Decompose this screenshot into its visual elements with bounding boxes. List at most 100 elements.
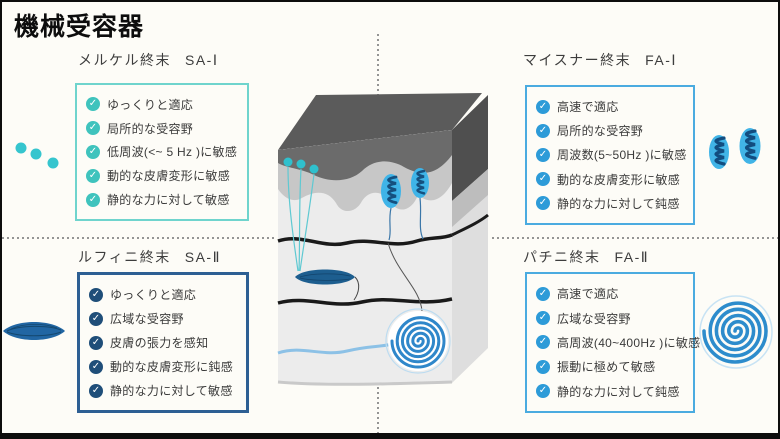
side-mid-layer <box>452 169 488 227</box>
panel-title-pacinian: パチニ終末 FA-Ⅱ <box>523 247 649 267</box>
divider-horizontal-left <box>2 237 276 239</box>
check-icon: ✓ <box>536 311 550 326</box>
checklist-label: 広域な受容野 <box>110 312 184 326</box>
checklist-label: 高速で適応 <box>557 287 619 302</box>
pacinian-icon <box>699 295 773 369</box>
nerve-bundle-lower <box>277 297 453 306</box>
panel-ruffini: ✓ ゆっくりと適応 ✓ 広域な受容野 ✓ 皮膚の張力を感知 ✓ 動的な皮膚変形に鈍感 ✓… <box>77 272 249 413</box>
check-icon: ✓ <box>536 335 550 350</box>
panel-name: パチニ終末 <box>523 249 601 265</box>
panel-meissner: ✓ 高速で適応 ✓ 局所的な受容野 ✓ 周波数(5~50Hz )に敏感 ✓ 動的な皮膚変… <box>525 85 695 225</box>
panel-code: SA-Ⅱ <box>184 249 221 265</box>
checklist-label: 静的な力に対して敏感 <box>107 193 230 208</box>
checklist-item: ✓ 動的な皮膚変形に鈍感 <box>89 358 240 375</box>
merkel-icon <box>15 142 59 169</box>
checklist-item: ✓ 局所的な受容野 <box>536 122 687 139</box>
page-title: 機械受容器 <box>14 13 145 41</box>
checklist-item: ✓ 静的な力に対して敏感 <box>86 191 241 208</box>
nerve-fiber-to-pacinian <box>387 242 423 312</box>
meissner-icon <box>709 128 761 169</box>
check-icon: ✓ <box>536 286 550 301</box>
nerve-bundle-upper <box>277 233 453 246</box>
checklist-label: 静的な力に対して鈍感 <box>557 384 680 399</box>
checklist-item: ✓ 静的な力に対して鈍感 <box>536 383 687 400</box>
checklist-label: 局所的な受容野 <box>557 124 644 139</box>
checklist-label: 振動に極めて敏感 <box>557 360 656 375</box>
check-icon: ✓ <box>89 287 103 302</box>
check-icon: ✓ <box>536 384 550 399</box>
panel-name: メルケル終末 <box>78 52 171 68</box>
panel-code: FA-Ⅱ <box>614 249 650 265</box>
skin-epidermis-layer <box>278 130 452 181</box>
checklist-item: ✓ 静的な力に対して敏感 <box>89 382 240 399</box>
divider-horizontal-right <box>492 237 778 239</box>
check-icon: ✓ <box>86 97 100 112</box>
check-icon: ✓ <box>89 335 103 350</box>
checklist-item: ✓ 低周波(<~ 5 Hz )に敏感 <box>86 143 241 160</box>
check-icon: ✓ <box>89 311 103 326</box>
check-icon: ✓ <box>89 383 103 398</box>
checklist-item: ✓ 皮膚の張力を感知 <box>89 334 240 351</box>
checklist-label: 広域な受容野 <box>557 311 631 326</box>
checklist-label: 局所的な受容野 <box>107 121 194 136</box>
check-icon: ✓ <box>86 144 100 159</box>
panel-title-ruffini: ルフィニ終末 SA-Ⅱ <box>78 247 221 267</box>
check-icon: ✓ <box>89 359 103 374</box>
checklist-item: ✓ 広域な受容野 <box>89 310 240 327</box>
divider-vertical-top <box>377 34 379 100</box>
checklist-label: 低周波(<~ 5 Hz )に敏感 <box>107 145 238 160</box>
checklist-label: 皮膚の張力を感知 <box>110 336 209 350</box>
skin-cross-section-illustration <box>277 93 489 386</box>
meissner-corpuscles <box>381 168 429 241</box>
checklist-item: ✓ 高周波(40~400Hz )に敏感 <box>536 334 700 351</box>
check-icon: ✓ <box>536 147 550 162</box>
checklist-label: 動的な皮膚変形に鈍感 <box>110 360 234 374</box>
pacinian-corpuscle <box>385 308 451 374</box>
panel-title-meissner: マイスナー終末 FA-Ⅰ <box>523 50 677 70</box>
pacinian-nerve-fiber <box>277 342 394 355</box>
merkel-fibers <box>287 166 315 272</box>
panel-merkel: ✓ ゆっくりと適応 ✓ 局所的な受容野 ✓ 低周波(<~ 5 Hz )に敏感 ✓ 動的な… <box>75 83 249 221</box>
check-icon: ✓ <box>536 172 550 187</box>
checklist-item: ✓ 局所的な受容野 <box>86 120 241 137</box>
ruffini-ending <box>295 269 360 301</box>
check-icon: ✓ <box>536 196 550 211</box>
checklist-item: ✓ 周波数(5~50Hz )に敏感 <box>536 146 687 163</box>
epidermis-top-face <box>278 93 482 150</box>
checklist-label: 静的な力に対して鈍感 <box>557 196 680 211</box>
check-icon: ✓ <box>536 123 550 138</box>
panel-pacinian: ✓ 高速で適応 ✓ 広域な受容野 ✓ 高周波(40~400Hz )に敏感 ✓ 振動に極め… <box>525 272 700 413</box>
checklist-label: ゆっくりと適応 <box>110 288 197 302</box>
check-icon: ✓ <box>86 192 100 207</box>
checklist-item: ✓ ゆっくりと適応 <box>89 286 240 303</box>
checklist-item: ✓ 動的な皮膚変形に敏感 <box>536 171 687 188</box>
checklist-label: 周波数(5~50Hz )に敏感 <box>557 148 687 163</box>
panel-name: ルフィニ終末 <box>78 249 171 265</box>
checklist-label: 高周波(40~400Hz )に敏感 <box>557 335 701 350</box>
checklist-item: ✓ 広域な受容野 <box>536 310 687 327</box>
check-icon: ✓ <box>86 121 100 136</box>
checklist-label: 高速で適応 <box>557 100 619 115</box>
checklist-label: ゆっくりと適応 <box>107 97 194 112</box>
checklist-label: 静的な力に対して敏感 <box>110 384 233 398</box>
ruffini-icon <box>3 322 65 340</box>
checklist-item: ✓ 高速で適応 <box>536 98 687 115</box>
check-icon: ✓ <box>536 99 550 114</box>
check-icon: ✓ <box>86 168 100 183</box>
side-epidermis <box>452 95 488 201</box>
nerve-bundle-upper-side <box>451 213 489 237</box>
checklist-label: 動的な皮膚変形に敏感 <box>107 169 231 184</box>
merkel-cells <box>283 157 319 174</box>
divider-vertical-bottom <box>377 387 379 433</box>
checklist-item: ✓ 振動に極めて敏感 <box>536 358 687 375</box>
block-bottom-shadow <box>277 380 453 386</box>
checklist-item: ✓ 静的な力に対して鈍感 <box>536 195 687 212</box>
panel-name: マイスナー終末 <box>523 52 632 68</box>
check-icon: ✓ <box>536 359 550 374</box>
checklist-item: ✓ ゆっくりと適応 <box>86 96 241 113</box>
checklist-label: 動的な皮膚変形に敏感 <box>557 172 681 187</box>
checklist-item: ✓ 動的な皮膚変形に敏感 <box>86 167 241 184</box>
panel-code: FA-Ⅰ <box>645 52 678 68</box>
